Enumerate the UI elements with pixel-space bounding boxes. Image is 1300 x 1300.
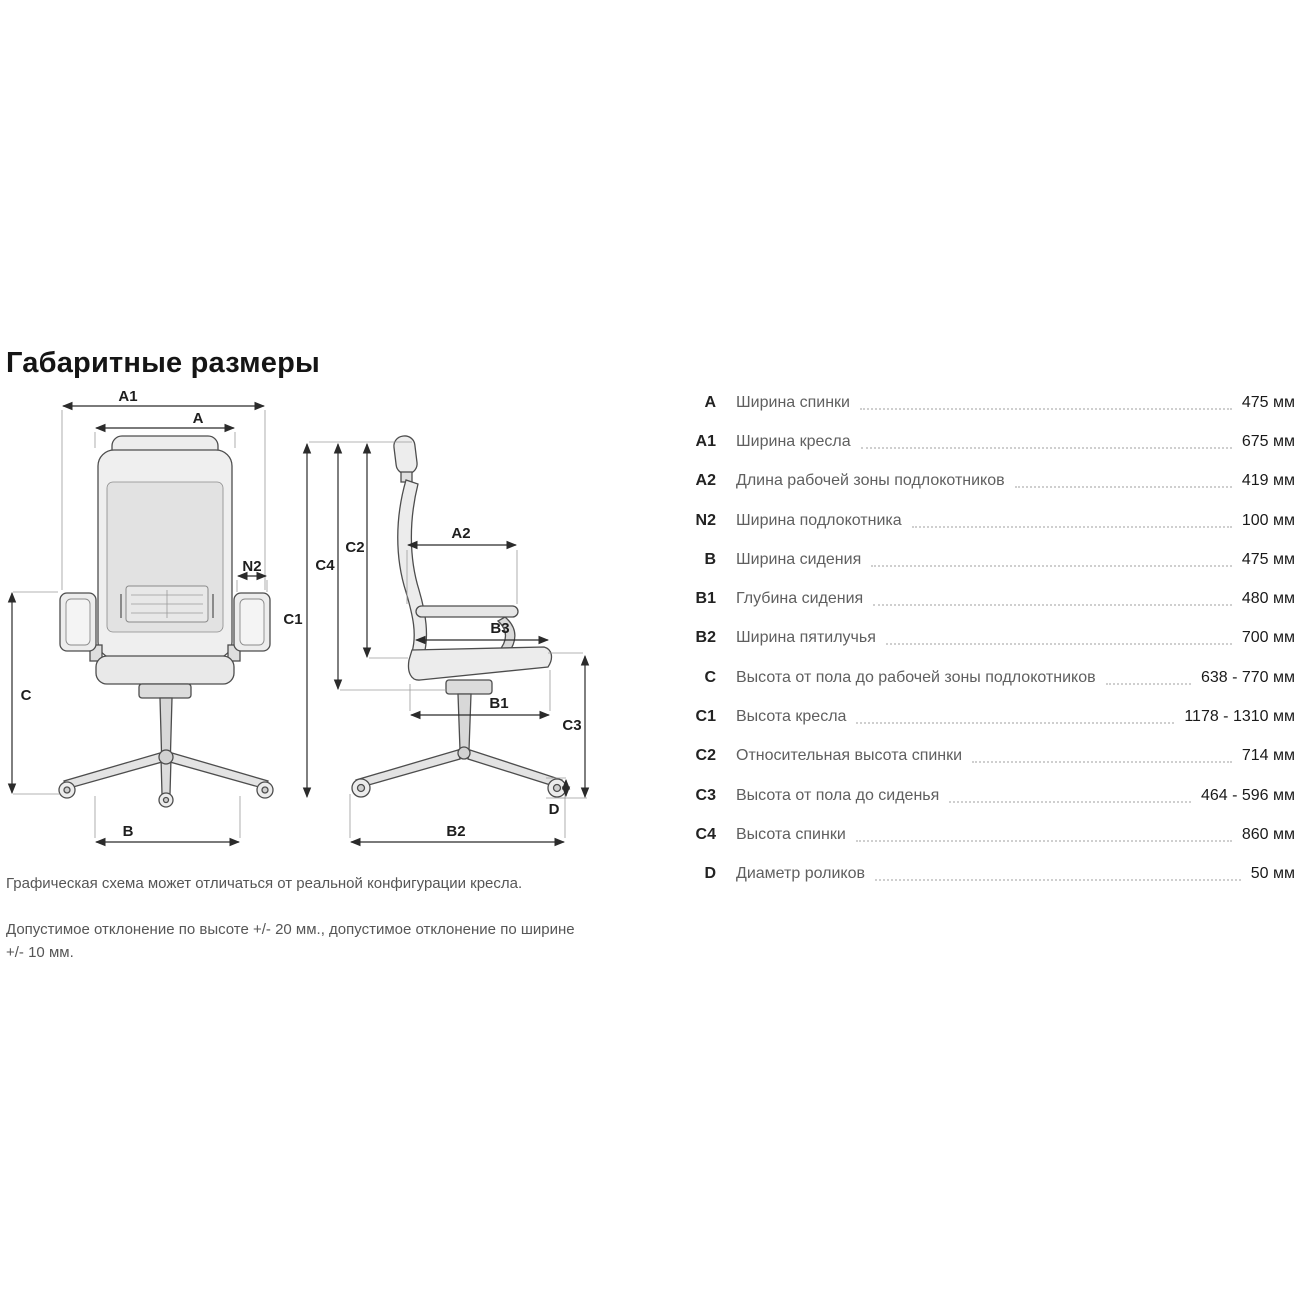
tolerance-note: Допустимое отклонение по высоте +/- 20 м… xyxy=(6,921,575,962)
dimension-row: C4 Высота спинки 860 мм xyxy=(688,815,1295,854)
chair-side-view xyxy=(351,435,567,798)
dotted-leader xyxy=(972,749,1232,764)
dim-label-c2: C2 xyxy=(345,539,364,556)
dimension-label: Глубина сидения xyxy=(736,590,864,608)
dimension-row: D Диаметр роликов 50 мм xyxy=(688,855,1295,894)
dimension-value: 1178 - 1310 мм xyxy=(1184,708,1295,726)
dim-label-c: C xyxy=(21,687,32,704)
dim-label-a: A xyxy=(193,410,204,427)
dimension-value: 50 мм xyxy=(1250,865,1295,883)
dimension-code: D xyxy=(704,865,716,883)
dimension-label: Относительная высота спинки xyxy=(736,747,963,765)
dimension-value: 464 - 596 мм xyxy=(1200,786,1295,804)
dim-label-c1: C1 xyxy=(283,611,302,628)
dimension-row: C1 Высота кресла 1178 - 1310 мм xyxy=(688,697,1295,736)
dotted-leader xyxy=(875,867,1241,882)
dimension-label: Высота спинки xyxy=(736,825,846,843)
dimension-value: 475 мм xyxy=(1241,393,1295,411)
dotted-leader xyxy=(949,789,1191,803)
dim-label-b1: B1 xyxy=(489,695,508,712)
diagram-disclaimer-note: Графическая схема может отличаться от ре… xyxy=(6,875,523,892)
dotted-leader xyxy=(856,710,1175,725)
dimension-label: Высота кресла xyxy=(736,708,847,726)
dotted-leader xyxy=(885,631,1232,646)
dim-label-d: D xyxy=(549,801,560,818)
dimension-code: C1 xyxy=(695,708,716,726)
dotted-leader xyxy=(871,553,1232,567)
dotted-leader xyxy=(873,592,1232,607)
dimension-label: Ширина спинки xyxy=(736,393,850,411)
dimension-row: A Ширина спинки 475 мм xyxy=(688,383,1295,422)
dim-label-a2: A2 xyxy=(451,525,470,542)
dimension-label: Высота от пола до сиденья xyxy=(736,786,940,804)
dim-label-n2: N2 xyxy=(242,558,261,575)
dimension-row: A2 Длина рабочей зоны подлокотников 419 … xyxy=(688,462,1295,501)
dimension-label: Ширина сидения xyxy=(736,550,862,568)
dimension-value: 100 мм xyxy=(1241,511,1295,529)
dimension-row: N2 Ширина подлокотника 100 мм xyxy=(688,501,1295,540)
dimension-label: Диаметр роликов xyxy=(736,865,866,883)
dimension-row: B1 Глубина сидения 480 мм xyxy=(688,579,1295,618)
dimension-row: C2 Относительная высота спинки 714 мм xyxy=(688,737,1295,776)
dimension-label: Высота от пола до рабочей зоны подлокотн… xyxy=(736,668,1096,686)
dimension-code: A2 xyxy=(695,472,716,490)
extension-lines xyxy=(13,410,587,838)
dotted-leader xyxy=(855,828,1232,842)
dimension-value: 638 - 770 мм xyxy=(1200,668,1295,686)
dimension-labels: A1 A N2 C B C1 C4 C2 A2 B3 B1 C3 B2 D xyxy=(21,388,582,840)
dimension-code: A xyxy=(704,393,716,411)
dotted-leader xyxy=(1014,474,1232,489)
chair-front-view xyxy=(58,435,274,808)
dimension-row: B2 Ширина пятилучья 700 мм xyxy=(688,619,1295,658)
dimension-value: 480 мм xyxy=(1241,590,1295,608)
dimension-value: 475 мм xyxy=(1241,550,1295,568)
dim-label-c3: C3 xyxy=(562,717,581,734)
dimension-label: Ширина подлокотника xyxy=(736,511,902,529)
chair-dimension-diagram: A1 A N2 C B C1 C4 C2 A2 B3 B1 C3 B2 D xyxy=(0,388,620,870)
dim-label-b3: B3 xyxy=(490,620,509,637)
dim-label-b: B xyxy=(123,823,134,840)
dimension-value: 419 мм xyxy=(1241,472,1295,490)
dimension-code: N2 xyxy=(695,511,716,529)
dimension-code: A1 xyxy=(695,432,716,450)
page-title: Габаритные размеры xyxy=(6,347,320,379)
dimension-code: C4 xyxy=(695,825,716,843)
dimension-value: 860 мм xyxy=(1241,825,1295,843)
dotted-leader xyxy=(860,396,1232,410)
dim-label-a1: A1 xyxy=(118,390,137,405)
dimension-row: B Ширина сидения 475 мм xyxy=(688,540,1295,579)
dimension-value: 700 мм xyxy=(1241,629,1295,647)
dimensions-list: A Ширина спинки 475 мм A1 Ширина кресла … xyxy=(688,383,1295,894)
dotted-leader xyxy=(1105,671,1191,685)
dimension-lines xyxy=(7,401,590,847)
dimension-row: C Высота от пола до рабочей зоны подлоко… xyxy=(688,658,1295,697)
dimension-value: 714 мм xyxy=(1241,747,1295,765)
dim-label-b2: B2 xyxy=(446,823,465,840)
dimension-code: B1 xyxy=(695,590,716,608)
chair-diagram-svg: A1 A N2 C B C1 C4 C2 A2 B3 B1 C3 B2 D xyxy=(7,388,590,847)
dimension-label: Ширина кресла xyxy=(736,432,851,450)
dimension-code: C2 xyxy=(695,747,716,765)
dimension-code: C xyxy=(704,668,716,686)
dimension-code: B2 xyxy=(695,629,716,647)
dimension-value: 675 мм xyxy=(1241,432,1295,450)
dotted-leader xyxy=(860,435,1232,449)
dimension-code: C3 xyxy=(695,786,716,804)
dimension-label: Длина рабочей зоны подлокотников xyxy=(736,472,1005,490)
dim-label-c4: C4 xyxy=(315,557,335,574)
dimension-row: C3 Высота от пола до сиденья 464 - 596 м… xyxy=(688,776,1295,815)
dimension-label: Ширина пятилучья xyxy=(736,629,876,647)
dotted-leader xyxy=(911,514,1232,528)
dimension-row: A1 Ширина кресла 675 мм xyxy=(688,422,1295,461)
dimension-code: B xyxy=(704,550,716,568)
